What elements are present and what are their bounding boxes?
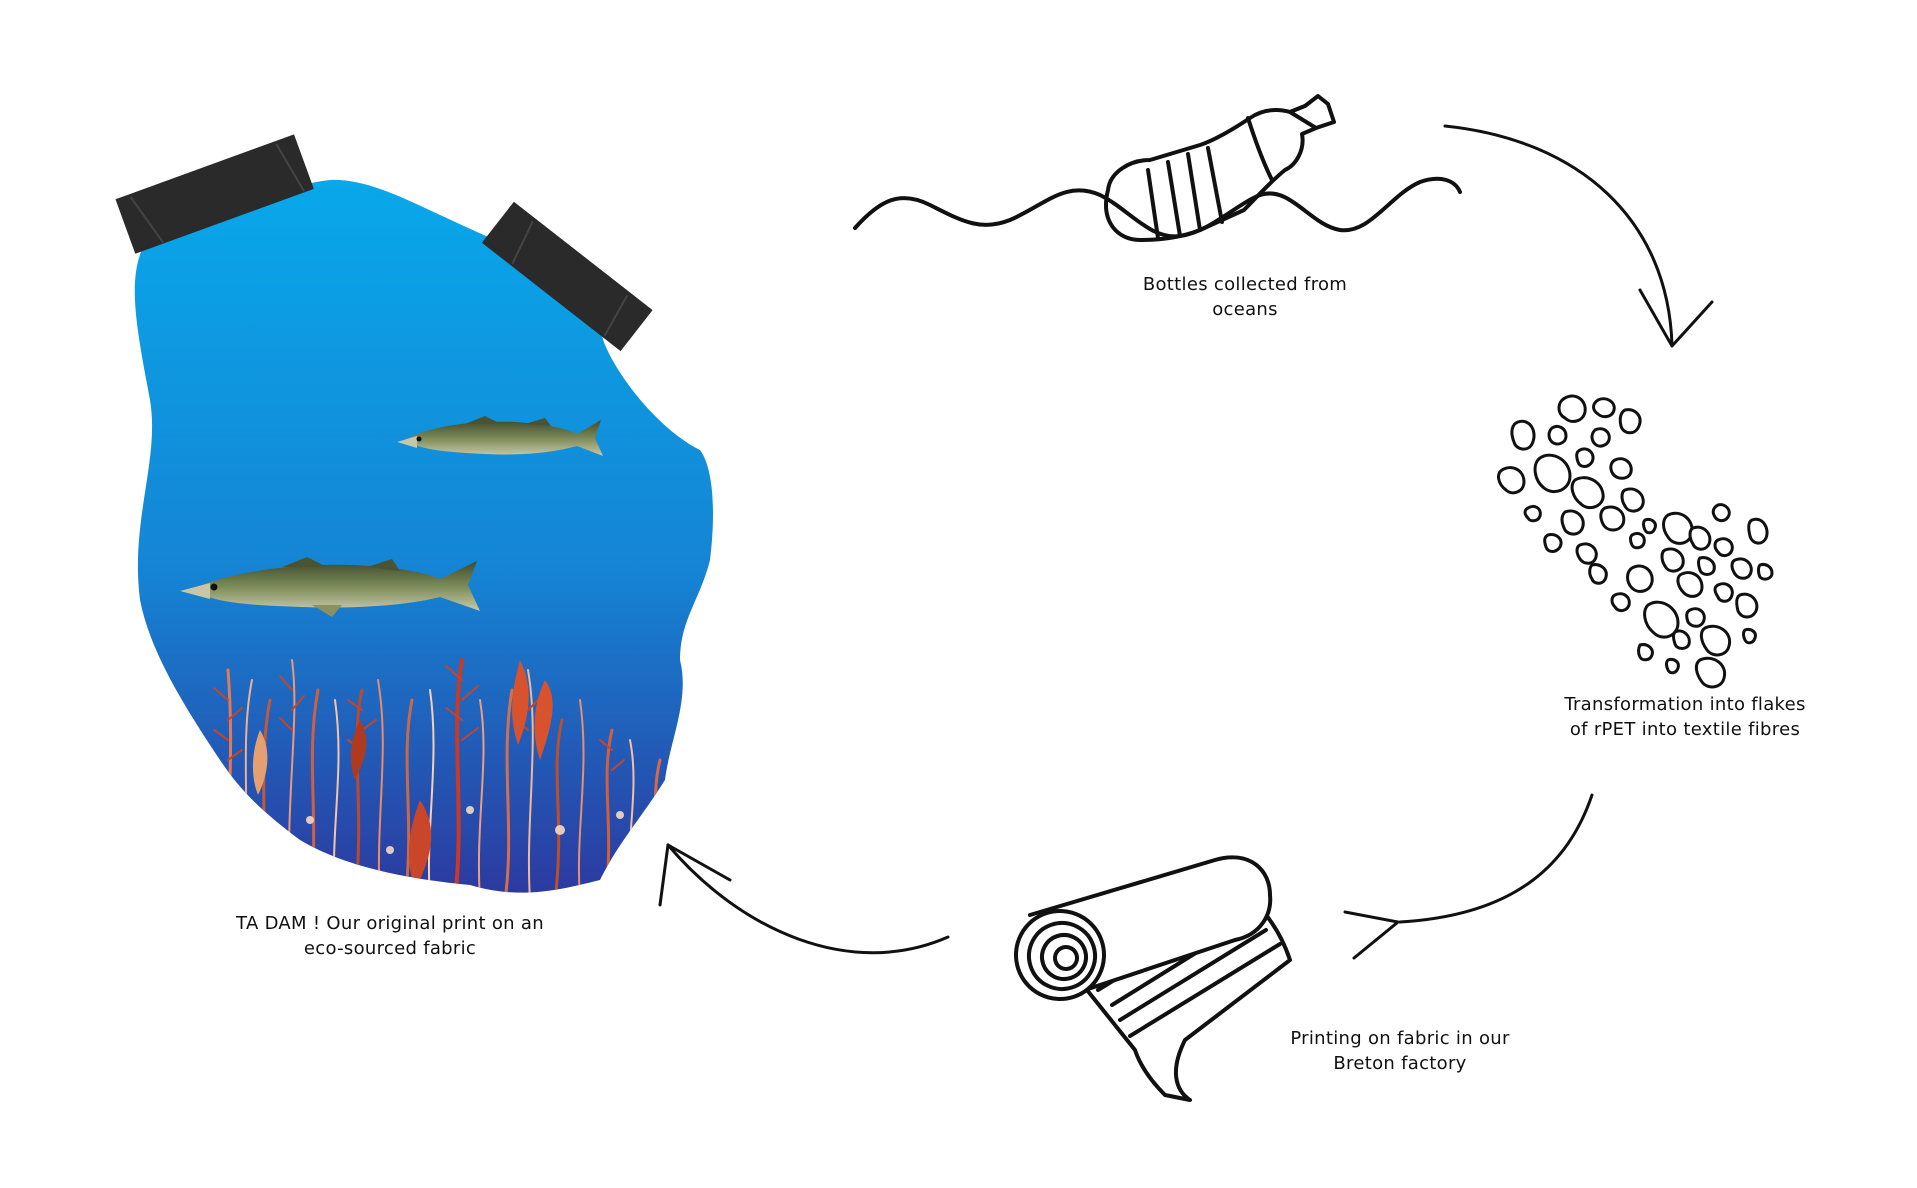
ocean-blob [134, 179, 713, 893]
tape-strip-left [115, 134, 314, 254]
ocean-print-fabric-icon [115, 134, 713, 893]
rpet-flakes-icon [1497, 394, 1774, 689]
arrow-flakes-to-printing [1398, 793, 1594, 924]
pike-fish-large [180, 557, 480, 617]
cycle-arrows [658, 124, 1714, 960]
caption-bottles-collected: Bottles collected from oceans [1142, 274, 1348, 320]
bottle-in-waves-icon [853, 94, 1462, 242]
wave-line [853, 176, 1462, 239]
fabric-roll-icon [1014, 855, 1292, 1102]
arrow-printing-to-final [666, 843, 950, 955]
caption-printing-on-fabric: Printing on fabric in our Breton factory [1290, 1028, 1510, 1074]
arrow-bottles-to-flakes [1443, 124, 1674, 347]
caption-transformation-flakes: Transformation into flakes of rPET into … [1564, 694, 1806, 740]
tape-strip-right [481, 201, 653, 352]
caption-original-print: TA DAM ! Our original print on an eco-so… [236, 913, 544, 959]
pike-fish-small [397, 416, 603, 456]
